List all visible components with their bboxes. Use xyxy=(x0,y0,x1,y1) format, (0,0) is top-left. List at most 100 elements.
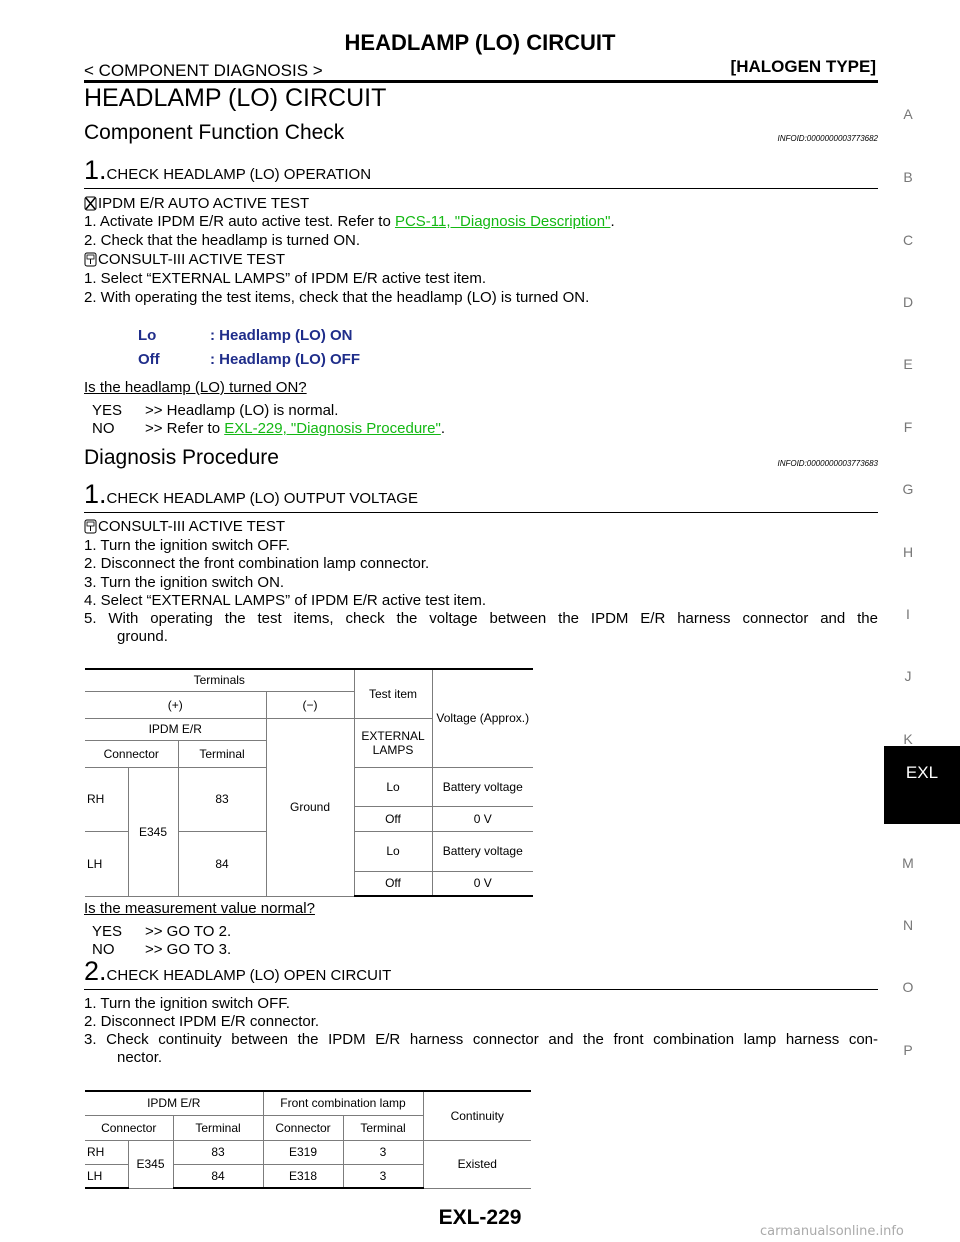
test-item-lo: Lo xyxy=(354,767,433,807)
th-voltage: Voltage (Approx.) xyxy=(432,668,533,768)
th-terminal: Terminal xyxy=(178,740,267,768)
header-title: HEADLAMP (LO) CIRCUIT xyxy=(344,30,616,55)
th-terminal: Terminal xyxy=(173,1115,264,1141)
consult-tool-icon xyxy=(84,252,97,267)
step-1-heading: 1.CHECK HEADLAMP (LO) OPERATION xyxy=(84,155,371,186)
terminal-84: 84 xyxy=(173,1164,264,1189)
divider xyxy=(84,188,878,189)
voltage-table: Terminals Test item Voltage (Approx.) (+… xyxy=(85,668,533,897)
step-number: 1. xyxy=(84,155,107,185)
th-ipdm: IPDM E/R xyxy=(85,1090,264,1116)
step-title: CHECK HEADLAMP (LO) OUTPUT VOLTAGE xyxy=(106,490,418,507)
infoid-cfc: INFOID:0000000003773682 xyxy=(777,134,878,143)
dp-step-2: 2. Disconnect the front combination lamp… xyxy=(84,555,430,572)
consult-tool-icon xyxy=(84,519,97,534)
th-terminals: Terminals xyxy=(85,668,355,692)
infoid-dp: INFOID:0000000003773683 xyxy=(777,459,878,468)
th-terminal: Terminal xyxy=(343,1115,424,1141)
no-value: >> Refer to EXL-229, "Diagnosis Procedur… xyxy=(145,420,445,437)
ref-link-exl-229[interactable]: EXL-229, "Diagnosis Procedure" xyxy=(224,420,441,437)
th-test-item: Test item xyxy=(354,668,433,719)
continuity-table: IPDM E/R Front combination lamp Continui… xyxy=(85,1090,531,1189)
side-index-f[interactable]: F xyxy=(903,419,913,435)
yes-value: >> GO TO 2. xyxy=(145,923,232,940)
side-index-i[interactable]: I xyxy=(906,606,910,622)
dp-step-5: 5. With operating the test items, check … xyxy=(84,610,878,627)
test-item-lo: Lo xyxy=(354,831,433,872)
external-lamps-cell: EXTERNAL LAMPS xyxy=(354,718,433,768)
step-2-heading: 2.CHECK HEADLAMP (LO) OPEN CIRCUIT xyxy=(84,956,391,987)
rh-label: RH xyxy=(85,767,129,832)
ipdm-test-label: IPDM E/R AUTO ACTIVE TEST xyxy=(84,195,309,213)
side-index-e[interactable]: E xyxy=(903,356,913,372)
voltage-zero: 0 V xyxy=(432,806,533,832)
th-plus: (+) xyxy=(85,691,267,719)
oc-step-3: 3. Check continuity between the IPDM E/R… xyxy=(84,1031,878,1048)
ref-link-pcs-11[interactable]: PCS-11, "Diagnosis Description" xyxy=(394,213,611,230)
section-title-dp: Diagnosis Procedure xyxy=(84,446,279,469)
side-index-h[interactable]: H xyxy=(902,544,914,560)
page-number: EXL-229 xyxy=(438,1206,522,1229)
voltage-zero: 0 V xyxy=(432,871,533,897)
question-cfc: Is the headlamp (LO) turned ON? xyxy=(84,379,307,396)
terminal-83: 83 xyxy=(173,1140,264,1165)
side-index-j[interactable]: J xyxy=(904,668,912,684)
divider xyxy=(84,989,878,990)
side-index-d[interactable]: D xyxy=(902,294,914,310)
dp-step-5-cont: ground. xyxy=(117,628,168,645)
test-item-off: Off xyxy=(354,871,433,897)
th-ipdm: IPDM E/R xyxy=(85,718,267,741)
ipdm-step-1: 1. Activate IPDM E/R auto active test. R… xyxy=(84,213,615,230)
consult-test-label-dp: CONSULT-III ACTIVE TEST xyxy=(84,518,285,536)
side-index-c[interactable]: C xyxy=(902,232,914,248)
oc-step-3-cont: nector. xyxy=(117,1049,163,1066)
test-item-off: Off xyxy=(354,806,433,832)
side-index-a[interactable]: A xyxy=(903,106,913,122)
th-connector: Connector xyxy=(263,1115,344,1141)
th-front-combination-lamp: Front combination lamp xyxy=(263,1090,424,1116)
th-connector: Connector xyxy=(85,1115,174,1141)
no-tool-icon xyxy=(84,196,97,211)
spec-off-value: : Headlamp (LO) OFF xyxy=(210,351,360,368)
step-number: 2. xyxy=(84,956,107,986)
side-index-m[interactable]: M xyxy=(902,855,914,871)
rh-label: RH xyxy=(85,1140,129,1165)
terminal-84: 84 xyxy=(178,831,267,897)
connector-e345: E345 xyxy=(128,1140,174,1189)
consult-test-label: CONSULT-III ACTIVE TEST xyxy=(84,251,285,269)
side-index-b[interactable]: B xyxy=(903,169,913,185)
header-rule xyxy=(84,80,878,83)
th-continuity: Continuity xyxy=(423,1090,531,1141)
oc-step-1: 1. Turn the ignition switch OFF. xyxy=(84,995,290,1012)
step-number: 1. xyxy=(84,479,107,509)
connector-e345: E345 xyxy=(128,767,179,897)
breadcrumb: < COMPONENT DIAGNOSIS > xyxy=(84,61,323,80)
th-connector: Connector xyxy=(85,740,179,768)
page-heading: HEADLAMP (LO) CIRCUIT xyxy=(84,84,387,112)
spec-lo-value: : Headlamp (LO) ON xyxy=(210,327,353,344)
ground-cell: Ground xyxy=(266,718,355,897)
ipdm-step-2: 2. Check that the headlamp is turned ON. xyxy=(84,232,360,249)
yes-key: YES xyxy=(92,923,123,940)
voltage-battery: Battery voltage xyxy=(432,831,533,872)
step-title: CHECK HEADLAMP (LO) OPERATION xyxy=(106,166,372,183)
connector-e318: E318 xyxy=(263,1164,344,1189)
no-key: NO xyxy=(92,420,115,437)
lh-label: LH xyxy=(85,831,129,897)
side-index-g[interactable]: G xyxy=(902,481,914,497)
dp-step-3: 3. Turn the ignition switch ON. xyxy=(84,574,285,591)
step-title: CHECK HEADLAMP (LO) OPEN CIRCUIT xyxy=(106,967,392,984)
consult-step-2: 2. With operating the test items, check … xyxy=(84,289,590,306)
voltage-battery: Battery voltage xyxy=(432,767,533,807)
divider xyxy=(84,512,878,513)
side-index-n[interactable]: N xyxy=(902,917,914,933)
side-index-k[interactable]: K xyxy=(903,731,913,747)
section-tab-exl[interactable]: EXL xyxy=(884,746,960,824)
terminal-83: 83 xyxy=(178,767,267,832)
side-index-o[interactable]: O xyxy=(902,979,914,995)
dp-step-1: 1. Turn the ignition switch OFF. xyxy=(84,537,290,554)
step-1-heading-dp: 1.CHECK HEADLAMP (LO) OUTPUT VOLTAGE xyxy=(84,479,418,510)
watermark: carmanualsonline.info xyxy=(760,1224,904,1239)
lh-label: LH xyxy=(85,1164,129,1189)
side-index-p[interactable]: P xyxy=(903,1042,913,1058)
